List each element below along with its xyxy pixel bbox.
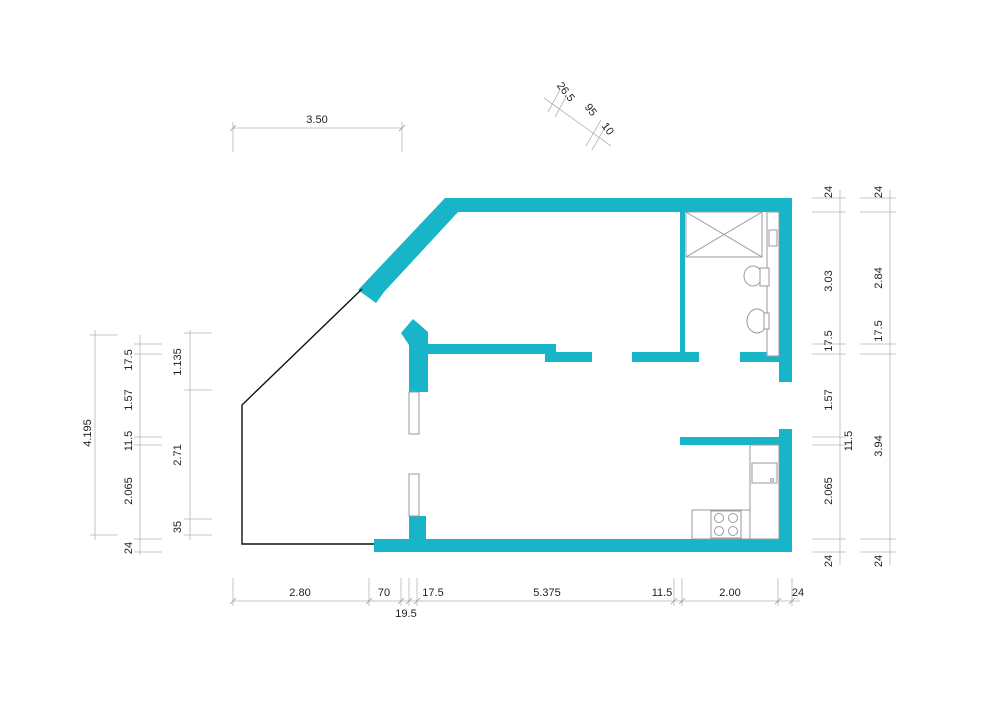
dim-left-inner-35: 35 — [172, 521, 184, 533]
exterior-wall-top-and-diagonal — [358, 198, 792, 303]
bathroom-wall-vertical — [680, 212, 685, 356]
dim-bottom-115: 11.5 — [652, 587, 673, 599]
dim-left-mid-2065: 2.065 — [123, 477, 135, 505]
dim-right-inner-175: 17.5 — [823, 330, 835, 351]
dim-right-inner-bottom-24: 24 — [823, 555, 835, 567]
dim-right-inner-2065: 2.065 — [823, 477, 835, 505]
dim-right-inner-157: 1.57 — [823, 389, 835, 410]
dim-bottom-5375: 5.375 — [533, 587, 561, 599]
walls — [358, 198, 792, 552]
dim-top-angled-265: 26.5 — [554, 80, 577, 104]
dimension-labels: 3.50 26.5 95 10 2.80 70 19.5 17.5 5.375 … — [82, 80, 885, 620]
dim-bottom-24: 24 — [792, 587, 804, 599]
dim-left-outer-4195: 4.195 — [82, 419, 94, 447]
exterior-wall-bottom — [374, 539, 792, 552]
dim-top-angled-10: 10 — [599, 121, 616, 138]
dim-top-angled-95: 95 — [582, 102, 599, 119]
dim-right-inner-top-24: 24 — [823, 186, 835, 198]
interior-wall-horizontal-left — [426, 344, 556, 354]
dim-bottom-175: 17.5 — [422, 587, 443, 599]
dim-left-mid-115: 11.5 — [123, 431, 135, 452]
partition-glass-lower — [408, 473, 420, 517]
shower-tray — [685, 211, 763, 258]
dim-right-outer-394: 3.94 — [873, 435, 885, 456]
dim-right-outer-284: 2.84 — [873, 267, 885, 288]
dim-right-outer-bottom-24: 24 — [873, 555, 885, 567]
dim-right-outer-top-24: 24 — [873, 186, 885, 198]
bidet — [746, 308, 770, 334]
fixtures — [685, 211, 780, 540]
dim-bottom-195: 19.5 — [395, 608, 416, 620]
dim-left-inner-1135: 1.135 — [172, 348, 184, 376]
kitchen-sink — [751, 462, 778, 484]
washbasin-small — [768, 229, 778, 247]
kitchen-wall-top — [680, 437, 783, 445]
dim-left-inner-271: 2.71 — [172, 444, 184, 465]
interior-wall-horizontal-right — [740, 352, 783, 362]
dim-left-mid-175: 17.5 — [123, 349, 135, 370]
dim-right-outer-175: 17.5 — [873, 320, 885, 341]
toilet — [743, 265, 770, 287]
dimension-lines — [90, 89, 896, 606]
interior-wall-horizontal-middle — [632, 352, 699, 362]
kitchen-counter — [749, 444, 780, 540]
panoramic-window-outline — [241, 288, 374, 545]
dim-bottom-200: 2.00 — [719, 587, 740, 599]
dim-left-mid-157: 1.57 — [123, 389, 135, 410]
partition-pillar-bottom — [409, 516, 426, 541]
glazing — [241, 288, 420, 545]
dim-bottom-280: 2.80 — [289, 587, 310, 599]
dim-top-350: 3.50 — [306, 114, 327, 126]
dim-left-mid-24: 24 — [123, 542, 135, 554]
partition-pillar-top — [401, 319, 428, 392]
partition-glass-upper — [408, 391, 420, 435]
interior-wall-step — [545, 352, 592, 362]
dim-bottom-70: 70 — [378, 587, 390, 599]
dim-right-inner-115: 11.5 — [843, 431, 855, 452]
cooktop — [691, 509, 751, 540]
exterior-wall-right-lower — [779, 429, 792, 552]
exterior-wall-right-upper — [779, 198, 792, 382]
dim-right-inner-303: 3.03 — [823, 270, 835, 291]
